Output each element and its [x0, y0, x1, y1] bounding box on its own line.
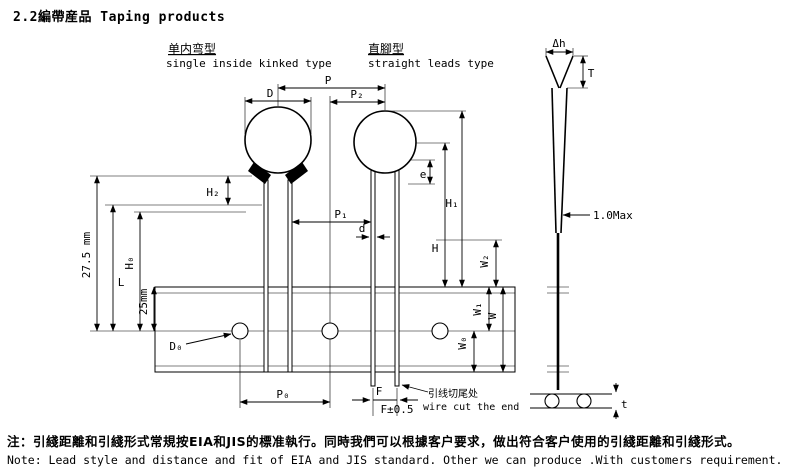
wire-cut-label-cn: 引线切尾处 — [428, 387, 478, 400]
kink-bend-left — [248, 162, 271, 184]
lead-wire — [370, 168, 376, 387]
lead-wire — [394, 168, 400, 387]
sprocket-hole — [431, 322, 449, 340]
dim-label-1-0max: 1.0Max — [593, 209, 633, 222]
dimension-lines — [94, 85, 506, 405]
dim-label-h1: H₁ — [445, 197, 458, 210]
dim-label-w1: W₁ — [471, 302, 484, 315]
dim-label-p2: P₂ — [350, 88, 363, 101]
type-right-label-cn: 直腳型 — [368, 42, 404, 56]
dim-label-27-5mm: 27.5 mm — [80, 231, 93, 278]
dim-label-w2: W₂ — [478, 254, 491, 267]
type-left-label-cn: 单内弯型 — [168, 41, 216, 56]
disc-component-kinked — [244, 106, 312, 174]
lead-wire — [263, 179, 269, 373]
dim-label-t-small: t — [621, 398, 628, 411]
dim-label-p1: P₁ — [334, 208, 347, 221]
sprocket-hole — [231, 322, 249, 340]
section-heading: 2.2編帶産品 Taping products — [13, 10, 226, 25]
note-english: Note: Lead style and distance and fit of… — [7, 453, 783, 467]
dim-label-d0: D₀ — [169, 340, 182, 353]
notes: 注：引綫距離和引綫形式常規按EIA和JIS的標准執行。同時我們可以根據客户要求，… — [7, 431, 785, 467]
dim-label-25mm: 25mm — [137, 288, 150, 315]
dim-label-d-cap: D — [267, 87, 274, 100]
components — [244, 106, 417, 387]
diagram-labels: 单内弯型 single inside kinked type 直腳型 strai… — [80, 37, 633, 416]
dim-label-p: P — [325, 74, 332, 87]
dim-label-h: H — [432, 242, 439, 255]
type-left-label-en: single inside kinked type — [166, 57, 332, 70]
dim-label-h0: H₀ — [123, 256, 136, 269]
dim-label-w0: W₀ — [456, 336, 469, 349]
dim-label-t-cap: T — [588, 67, 595, 80]
component-side-view — [545, 48, 590, 390]
note-chinese: 注：引綫距離和引綫形式常規按EIA和JIS的標准執行。同時我們可以根據客户要求，… — [7, 434, 741, 449]
carrier-tape — [154, 286, 516, 373]
disc-component-straight — [353, 110, 417, 174]
dim-label-f: F — [376, 385, 383, 398]
sprocket-hole — [321, 322, 339, 340]
dim-label-f-tol: F±0.5 — [380, 403, 413, 416]
kink-bend-right — [285, 162, 308, 184]
dim-label-e: e — [420, 168, 427, 181]
tape-end-detail — [530, 383, 619, 419]
dim-label-h2: H₂ — [206, 186, 219, 199]
dim-label-w: W — [486, 312, 499, 319]
lead-cross-section — [544, 393, 560, 409]
dim-label-p0: P₀ — [276, 388, 289, 401]
type-right-label-en: straight leads type — [368, 57, 494, 70]
dim-label-l: L — [118, 276, 125, 289]
lead-wire — [287, 179, 293, 373]
wire-cut-label-en: wire cut the end — [423, 402, 519, 413]
dim-label-delta-h: Δh — [552, 37, 565, 50]
lead-cross-section — [576, 393, 592, 409]
dim-label-d-small: d — [359, 222, 366, 235]
